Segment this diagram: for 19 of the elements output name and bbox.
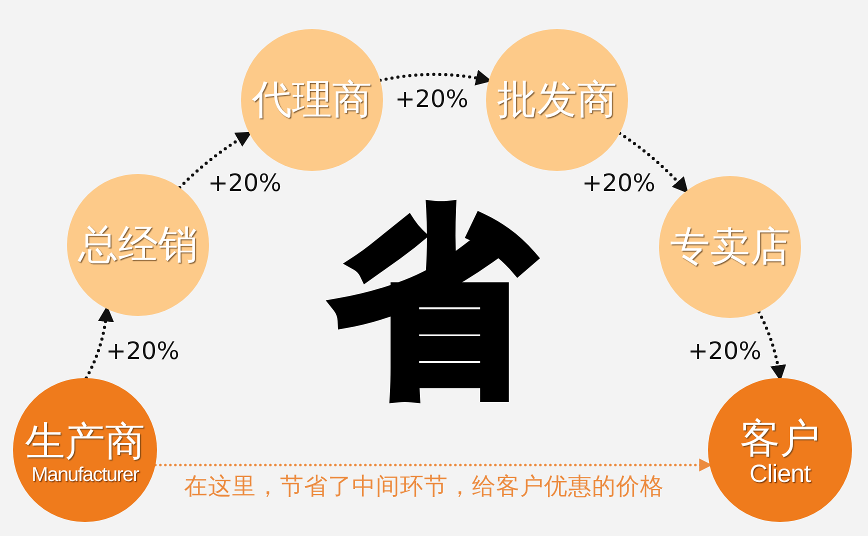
edge-label: +20% xyxy=(395,86,468,112)
node-label: 总经销 xyxy=(78,223,198,267)
node-label: 客户 xyxy=(740,417,820,462)
dotted-arrow xyxy=(618,132,688,194)
node-sublabel: Client xyxy=(750,461,810,489)
edge-label: +20% xyxy=(208,170,282,196)
node-label: 批发商 xyxy=(497,78,617,122)
node-label: 生产商 xyxy=(25,420,145,464)
edge-label: 在这里，节省了中间环节，给客户优惠的价格 xyxy=(184,474,664,500)
edge-label: +20% xyxy=(106,338,180,364)
dotted-arrow xyxy=(154,458,712,472)
dotted-arrow xyxy=(84,306,114,380)
node-label: 专卖店 xyxy=(670,225,790,269)
edge-label: +20% xyxy=(582,170,656,196)
dotted-arrow xyxy=(378,70,492,86)
node-sublabel: Manufacturer xyxy=(31,464,139,486)
dotted-arrow xyxy=(178,132,252,190)
node-label: 代理商 xyxy=(252,78,372,122)
edge-label: +20% xyxy=(688,338,762,364)
